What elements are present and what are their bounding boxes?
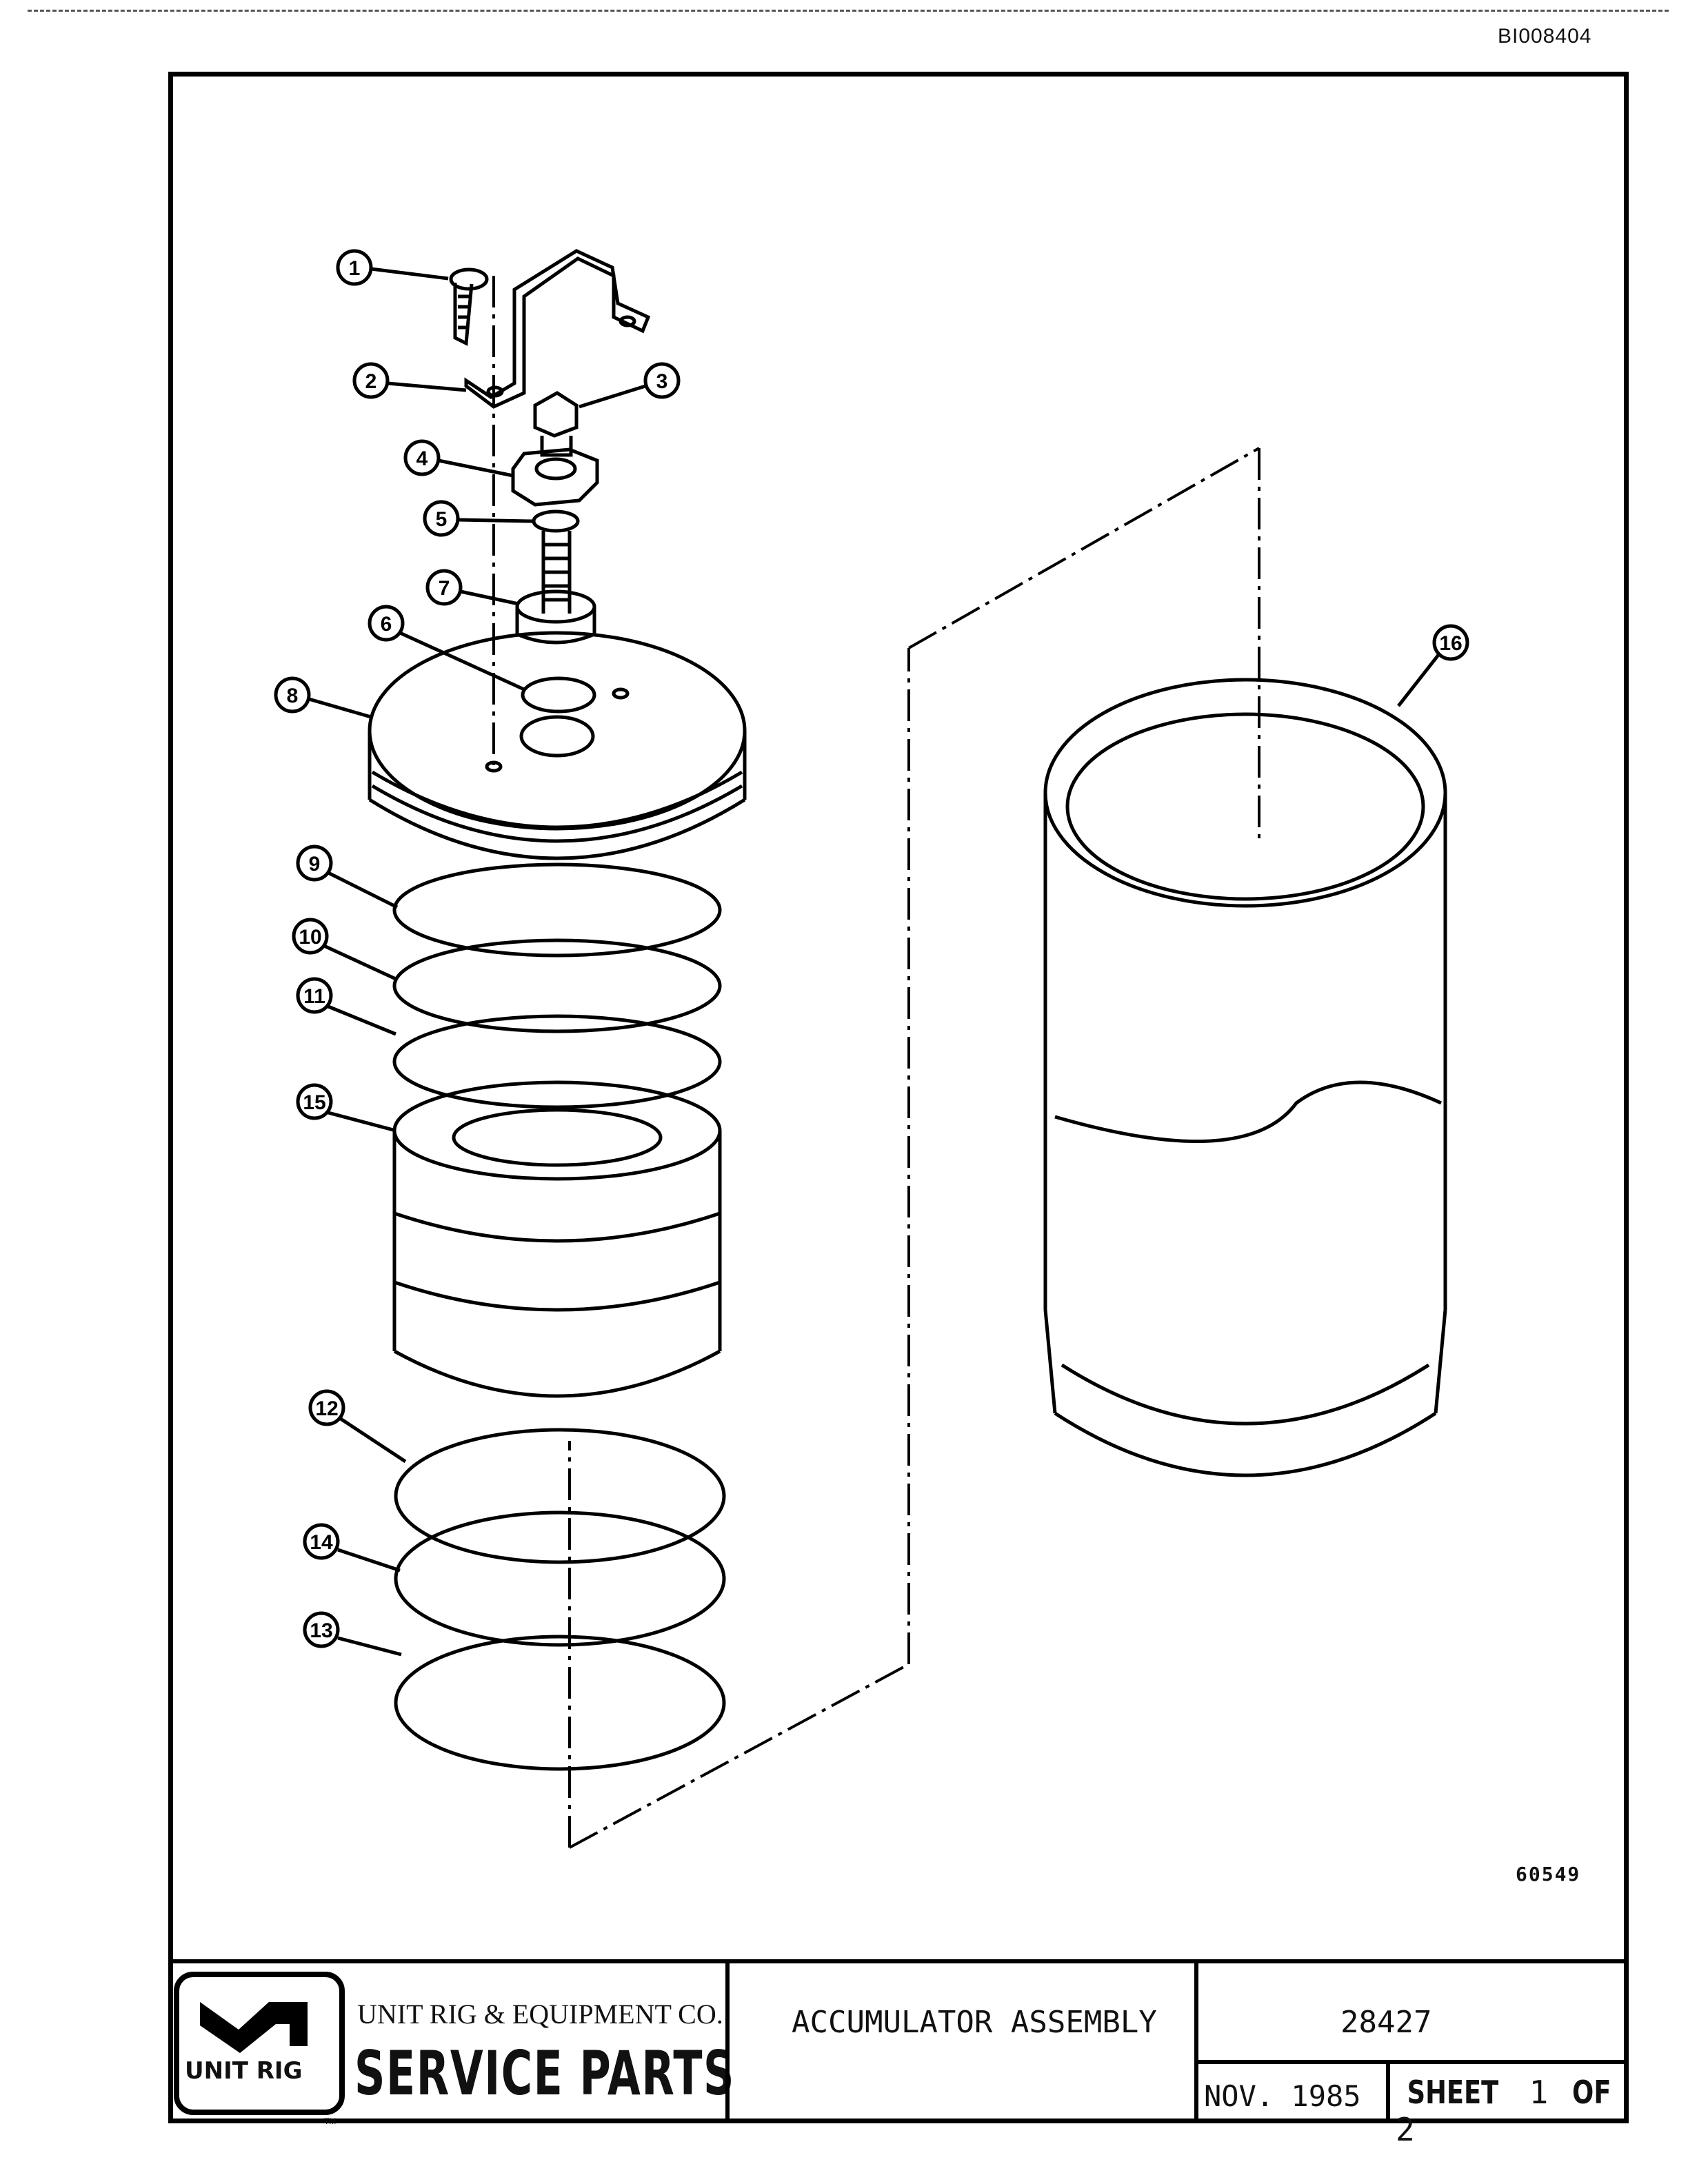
svg-text:14: 14 <box>310 1531 333 1554</box>
svg-text:15: 15 <box>303 1091 325 1114</box>
svg-text:1: 1 <box>349 257 361 280</box>
svg-text:10: 10 <box>299 926 321 949</box>
divider <box>1194 2060 1629 2064</box>
callout-8: 8 <box>274 676 372 719</box>
svg-text:2: 2 <box>365 370 377 393</box>
item-3-bolt <box>533 391 579 457</box>
callout-5: 5 <box>423 500 533 537</box>
callout-9: 9 <box>296 845 399 909</box>
assembly-guide-lines <box>492 276 1260 1849</box>
sheet-of-word: OF <box>1572 2074 1611 2111</box>
drawing-number: 60549 <box>1516 1863 1581 1885</box>
svg-text:4: 4 <box>416 447 428 470</box>
item-2-bracket <box>464 249 651 409</box>
svg-text:16: 16 <box>1439 632 1462 655</box>
callout-7: 7 <box>425 569 519 606</box>
sheet-word: SHEET <box>1407 2074 1499 2111</box>
callout-4: 4 <box>403 439 514 478</box>
svg-text:3: 3 <box>656 370 668 393</box>
callout-11: 11 <box>296 977 396 1036</box>
divider <box>1194 1963 1198 2123</box>
item-1-screw <box>449 267 489 346</box>
item-6-o-ring <box>521 676 596 714</box>
svg-text:8: 8 <box>287 685 299 707</box>
sheet-total: 2 <box>1396 2111 1415 2148</box>
callout-10: 10 <box>292 918 397 981</box>
svg-text:9: 9 <box>309 853 321 876</box>
issue-date: NOV. 1985 <box>1204 2079 1361 2113</box>
callout-13: 13 <box>303 1611 402 1657</box>
callouts: 1 2 3 4 5 7 6 8 9 10 11 15 12 14 13 <box>274 249 1469 1657</box>
item-13-split-ring <box>394 1635 726 1771</box>
logo-text: UNIT RIG <box>185 2057 303 2085</box>
item-10-ring <box>392 938 722 1033</box>
callout-12: 12 <box>308 1389 407 1464</box>
callout-1: 1 <box>336 249 449 286</box>
svg-text:6: 6 <box>381 613 392 636</box>
item-14-ring <box>394 1510 726 1647</box>
callout-14: 14 <box>303 1523 401 1573</box>
trademark-mark: TM <box>324 2116 336 2126</box>
item-16-cylinder <box>1043 678 1447 1477</box>
item-11-split-ring <box>392 1014 722 1109</box>
assembly-title: ACCUMULATOR ASSEMBLY <box>792 2005 1157 2040</box>
callout-16: 16 <box>1397 624 1469 707</box>
divider <box>1386 2060 1390 2123</box>
callout-2: 2 <box>352 362 467 399</box>
callout-15: 15 <box>296 1083 396 1133</box>
item-8-end-cap <box>368 631 747 860</box>
callout-6: 6 <box>368 605 525 691</box>
part-number: 28427 <box>1340 2005 1432 2040</box>
svg-text:12: 12 <box>315 1397 338 1420</box>
sheet-current: 1 <box>1529 2074 1549 2111</box>
item-9-ring <box>392 862 722 958</box>
item-5-washer <box>532 509 580 533</box>
item-15-piston <box>392 1080 722 1398</box>
svg-text:5: 5 <box>436 508 448 531</box>
svg-text:11: 11 <box>303 985 325 1008</box>
callout-3: 3 <box>579 362 681 409</box>
logo-mark-icon <box>174 1972 345 2115</box>
svg-text:13: 13 <box>310 1619 332 1642</box>
item-12-ring <box>394 1428 726 1564</box>
unit-rig-logo: UNIT RIG TM <box>172 1970 346 2126</box>
svg-text:7: 7 <box>439 577 450 600</box>
sheet-number: SHEET 1 OF 2 <box>1396 2074 1629 2148</box>
item-7-spacer <box>515 589 596 645</box>
title-block: UNIT RIG TM UNIT RIG & EQUIPMENT CO. SER… <box>168 1959 1629 2148</box>
document-id: BI008404 <box>1498 25 1592 48</box>
scan-edge-line <box>28 10 1669 12</box>
divider <box>725 1963 730 2123</box>
drawing-frame <box>168 72 1629 2123</box>
item-4-nut <box>511 447 599 507</box>
company-name: UNIT RIG & EQUIPMENT CO. <box>357 1999 723 2030</box>
service-parts-label: SERVICE PARTS <box>354 2038 736 2109</box>
threaded-rod <box>541 531 572 614</box>
